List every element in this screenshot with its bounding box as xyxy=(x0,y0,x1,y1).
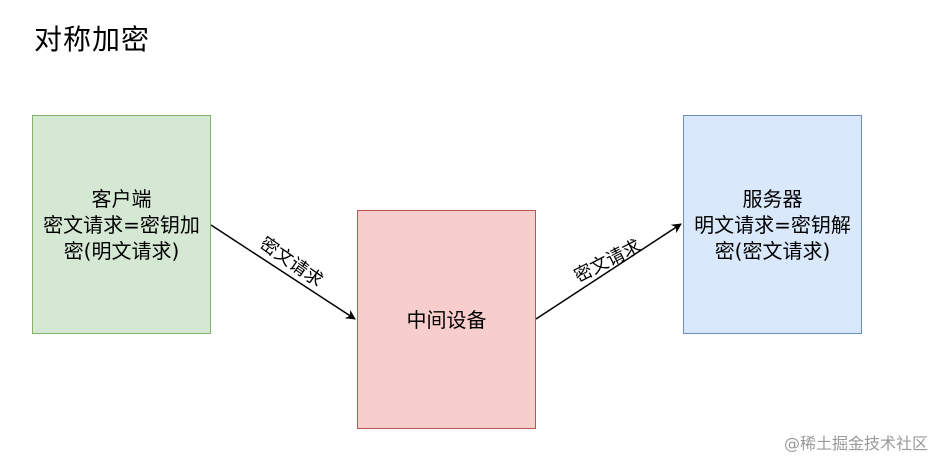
client-node: 客户端 密文请求=密钥加 密(明文请求) xyxy=(32,115,211,334)
arrow-middle-to-server xyxy=(535,223,682,320)
middle-device-node-label: 中间设备 xyxy=(406,307,487,332)
client-node-line-2: 密文请求=密钥加 xyxy=(43,212,200,237)
middle-device-node: 中间设备 xyxy=(357,210,536,429)
watermark: @稀土掘金技术社区 xyxy=(783,434,928,453)
server-node-line-1: 服务器 xyxy=(742,186,803,211)
arrow-client-to-middle xyxy=(210,224,356,320)
client-node-line-1: 客户端 xyxy=(91,186,152,211)
diagram-title: 对称加密 xyxy=(34,23,151,56)
server-node-line-3: 密(密文请求) xyxy=(714,238,831,263)
server-node-line-2: 明文请求=密钥解 xyxy=(694,212,851,237)
client-node-line-3: 密(明文请求) xyxy=(63,238,180,263)
server-node: 服务器 明文请求=密钥解 密(密文请求) xyxy=(683,115,862,334)
